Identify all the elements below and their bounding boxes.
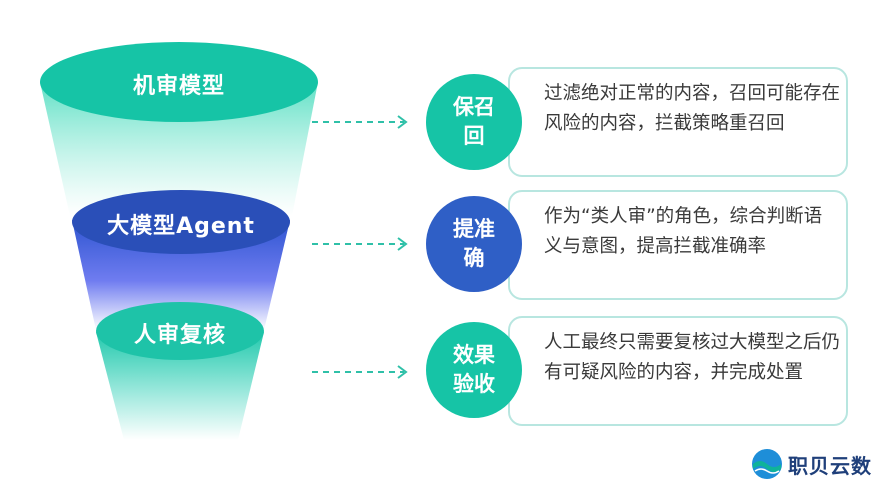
info-card-3: 人工最终只需要复核过大模型之后仍有可疑风险的内容，并完成处置: [508, 316, 848, 426]
brand-logo-text: 职贝云数: [788, 453, 872, 478]
info-card-2-text: 作为“类人审”的角色，综合判断语义与意图，提高拦截准确率: [544, 206, 823, 257]
info-card-3-text: 人工最终只需要复核过大模型之后仍有可疑风险的内容，并完成处置: [544, 332, 841, 383]
funnel-tier-1-top: [40, 42, 318, 122]
info-card-1: 过滤绝对正常的内容，召回可能存在风险的内容，拦截策略重召回: [508, 67, 848, 177]
badge-3: 效果验收: [426, 322, 522, 418]
globe-wave-icon: [752, 449, 782, 479]
badge-1-label: 保召回: [453, 95, 495, 148]
funnel-stage-label-3: 人审复核: [133, 323, 226, 348]
brand-logo: 职贝云数: [750, 447, 872, 481]
dashed-arrow-icon-2: [312, 237, 408, 251]
dashed-arrow-icon-3: [312, 365, 408, 379]
dashed-arrow-icon-1: [312, 115, 408, 129]
funnel-tier-3-body: [96, 332, 264, 440]
funnel-stage-label-1: 机审模型: [132, 74, 225, 99]
funnel-stage-label-2: 大模型Agent: [107, 214, 255, 239]
funnel-tier-2-top: [72, 190, 290, 254]
badge-1: 保召回: [426, 74, 522, 170]
info-card-2: 作为“类人审”的角色，综合判断语义与意图，提高拦截准确率: [508, 190, 848, 300]
badge-2: 提准确: [426, 196, 522, 292]
badge-3-label: 效果验收: [453, 343, 495, 396]
badge-2-label: 提准确: [453, 217, 495, 270]
funnel-tier-3-top: [96, 302, 264, 360]
info-card-1-text: 过滤绝对正常的内容，召回可能存在风险的内容，拦截策略重召回: [544, 83, 841, 134]
